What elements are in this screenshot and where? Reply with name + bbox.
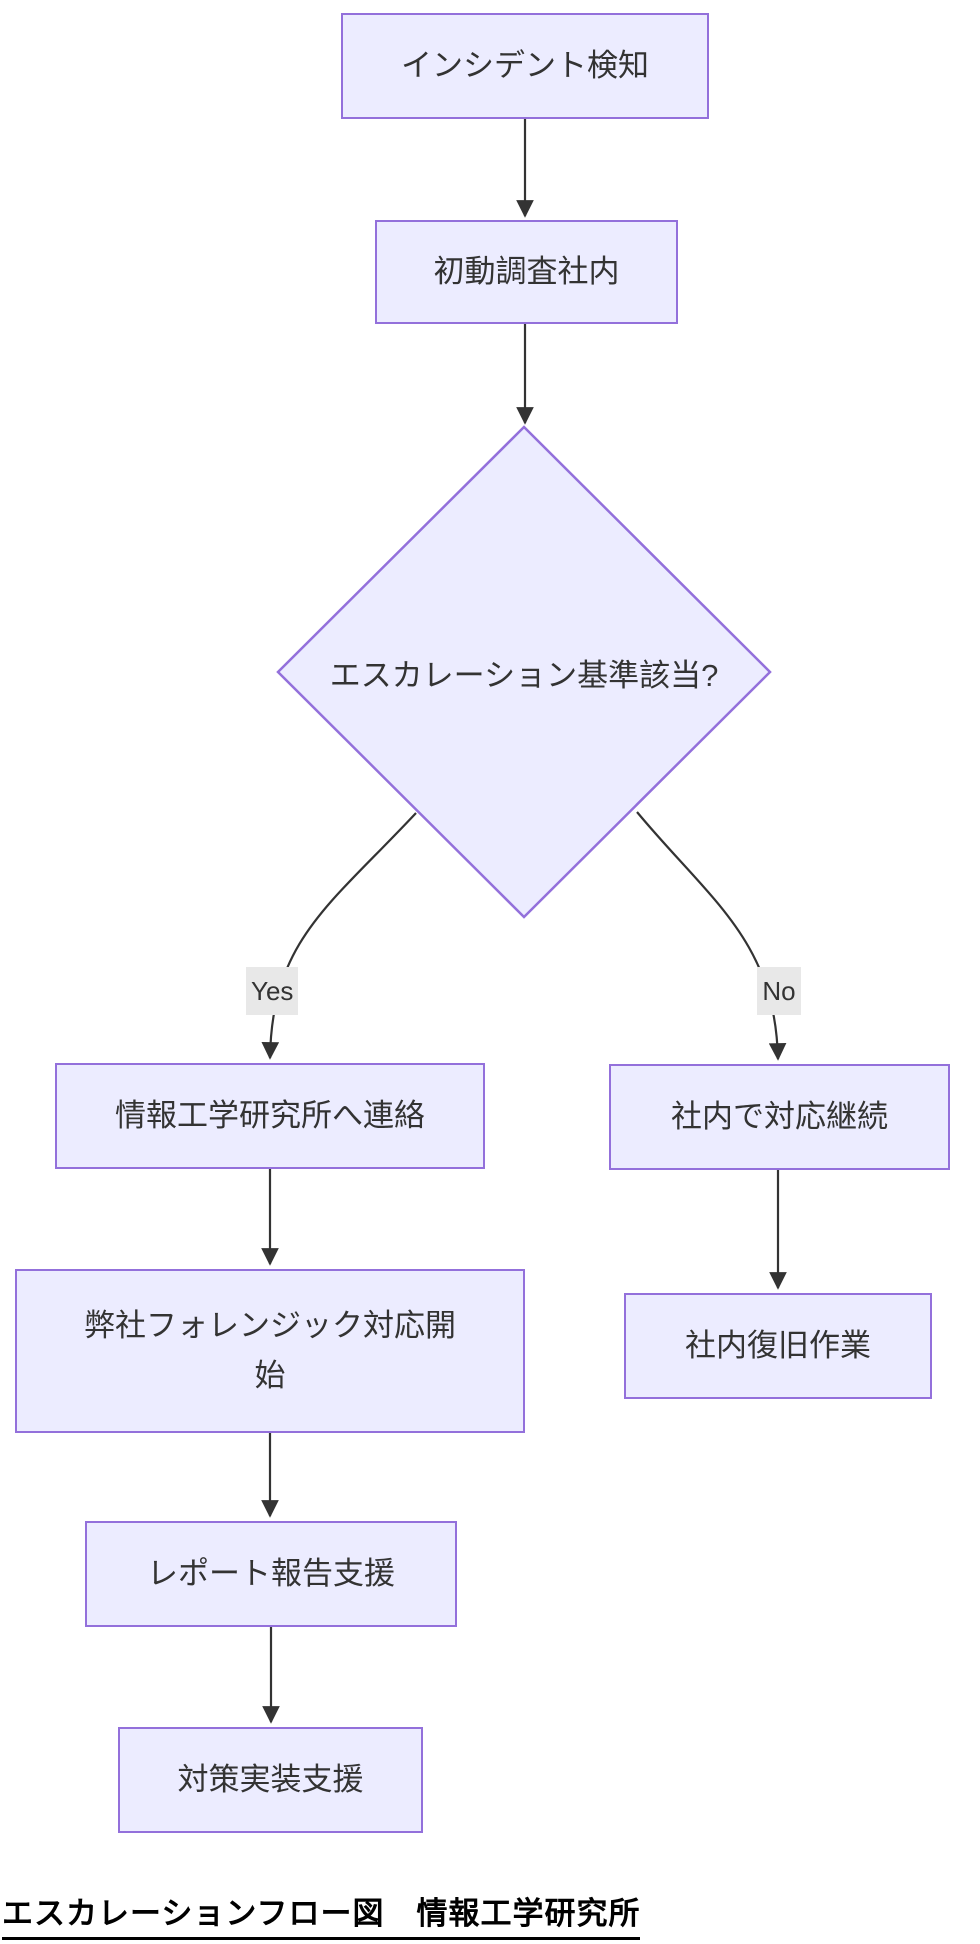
node-label: 対策実装支援 <box>177 1762 364 1798</box>
node-label: 情報工学研究所へ連絡 <box>115 1098 425 1134</box>
node-label-line1: 弊社フォレンジック対応開 <box>84 1308 456 1344</box>
node-incident-detection: インシデント検知 <box>341 13 709 119</box>
edge-label-yes: Yes <box>246 967 299 1015</box>
node-label: 社内復旧作業 <box>685 1328 871 1364</box>
node-label: 社内で対応継続 <box>671 1099 888 1135</box>
node-countermeasure-support: 対策実装支援 <box>118 1727 423 1833</box>
node-decision-shape <box>276 425 772 919</box>
node-label: インシデント検知 <box>401 48 649 84</box>
node-initial-investigation: 初動調査社内 <box>375 220 678 324</box>
node-label: エスカレーション基準該当? <box>329 657 719 693</box>
edge-decision-yes-to-contact <box>261 812 417 1060</box>
node-label: レポート報告支援 <box>147 1556 395 1592</box>
node-internal-recovery: 社内復旧作業 <box>624 1293 932 1399</box>
node-internal-continue: 社内で対応継続 <box>609 1064 950 1170</box>
edge-label-no: No <box>757 967 801 1015</box>
edge-decision-no-to-continue <box>636 811 787 1061</box>
node-report-support: レポート報告支援 <box>85 1521 457 1627</box>
node-forensic-start: 弊社フォレンジック対応開 始 <box>15 1269 525 1433</box>
node-label: 初動調査社内 <box>433 254 620 290</box>
node-label-line2: 始 <box>254 1358 286 1393</box>
node-contact-lab: 情報工学研究所へ連絡 <box>55 1063 485 1169</box>
node-decision-label: エスカレーション基準該当? <box>314 640 734 704</box>
diagram-caption: エスカレーションフロー図 情報工学研究所 <box>2 1888 641 1940</box>
